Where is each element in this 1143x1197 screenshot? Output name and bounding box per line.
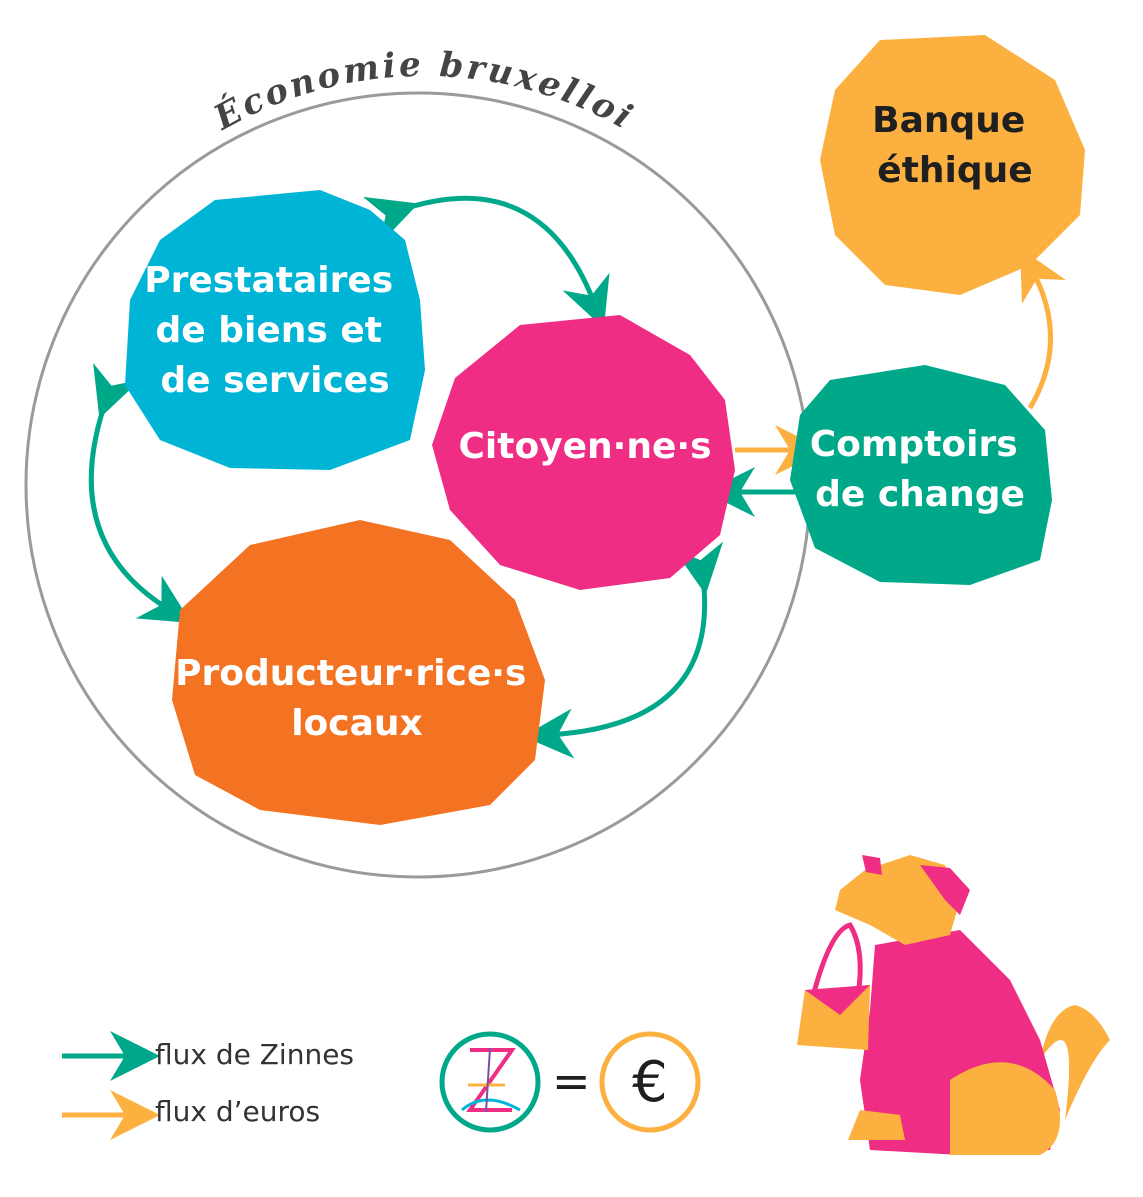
node-banque-label: Banque éthique: [872, 100, 1038, 191]
node-citoyens-label: Citoyen·ne·s: [458, 426, 711, 467]
node-producteurs-shape: [172, 520, 545, 825]
node-comptoirs-label: Comptoirs de change: [810, 424, 1030, 515]
flow-citoyens-producteurs: [523, 541, 724, 759]
node-citoyens: Citoyen·ne·s: [432, 315, 735, 590]
dog-tail: [1040, 1005, 1110, 1120]
euro-coin: [599, 1031, 701, 1133]
legend: flux de Zinnes flux d’euros: [62, 1031, 354, 1140]
node-comptoirs: Comptoirs de change: [790, 365, 1052, 585]
dog-top-ear: [862, 855, 882, 875]
dog-front-leg: [848, 1110, 905, 1140]
equation: = €: [439, 1031, 701, 1133]
bag-handle: [809, 922, 863, 1001]
flow-prestataires-producteurs: [88, 362, 192, 624]
dog-hind-leg: [950, 1062, 1060, 1155]
bag-flap: [805, 985, 870, 1015]
legend-euros-label: flux d’euros: [155, 1095, 320, 1128]
flow-prestataires-citoyens: [363, 195, 610, 329]
node-producteurs-label: Producteur·rice·s locaux: [175, 653, 539, 744]
node-prestataires-shape: [125, 190, 425, 470]
dog-with-bag-icon: [797, 855, 1110, 1155]
zinne-symbol-icon: [461, 1047, 521, 1113]
node-banque: Banque éthique: [820, 35, 1085, 295]
node-comptoirs-shape: [790, 365, 1052, 585]
node-citoyens-shape: [432, 315, 735, 590]
dog-head: [835, 855, 960, 945]
dog-ear: [920, 865, 970, 915]
legend-zinnes-label: flux de Zinnes: [155, 1038, 354, 1071]
economy-title: Économie bruxelloise: [0, 0, 641, 139]
node-prestataires-label: Prestataires de biens et de services: [144, 260, 405, 401]
flow-comptoirs-banque: [1020, 248, 1066, 410]
equals-sign: =: [552, 1054, 591, 1108]
node-prestataires: Prestataires de biens et de services: [125, 190, 425, 470]
euro-symbol: €: [632, 1050, 668, 1115]
node-producteurs: Producteur·rice·s locaux: [172, 520, 545, 825]
node-banque-shape: [820, 35, 1085, 295]
